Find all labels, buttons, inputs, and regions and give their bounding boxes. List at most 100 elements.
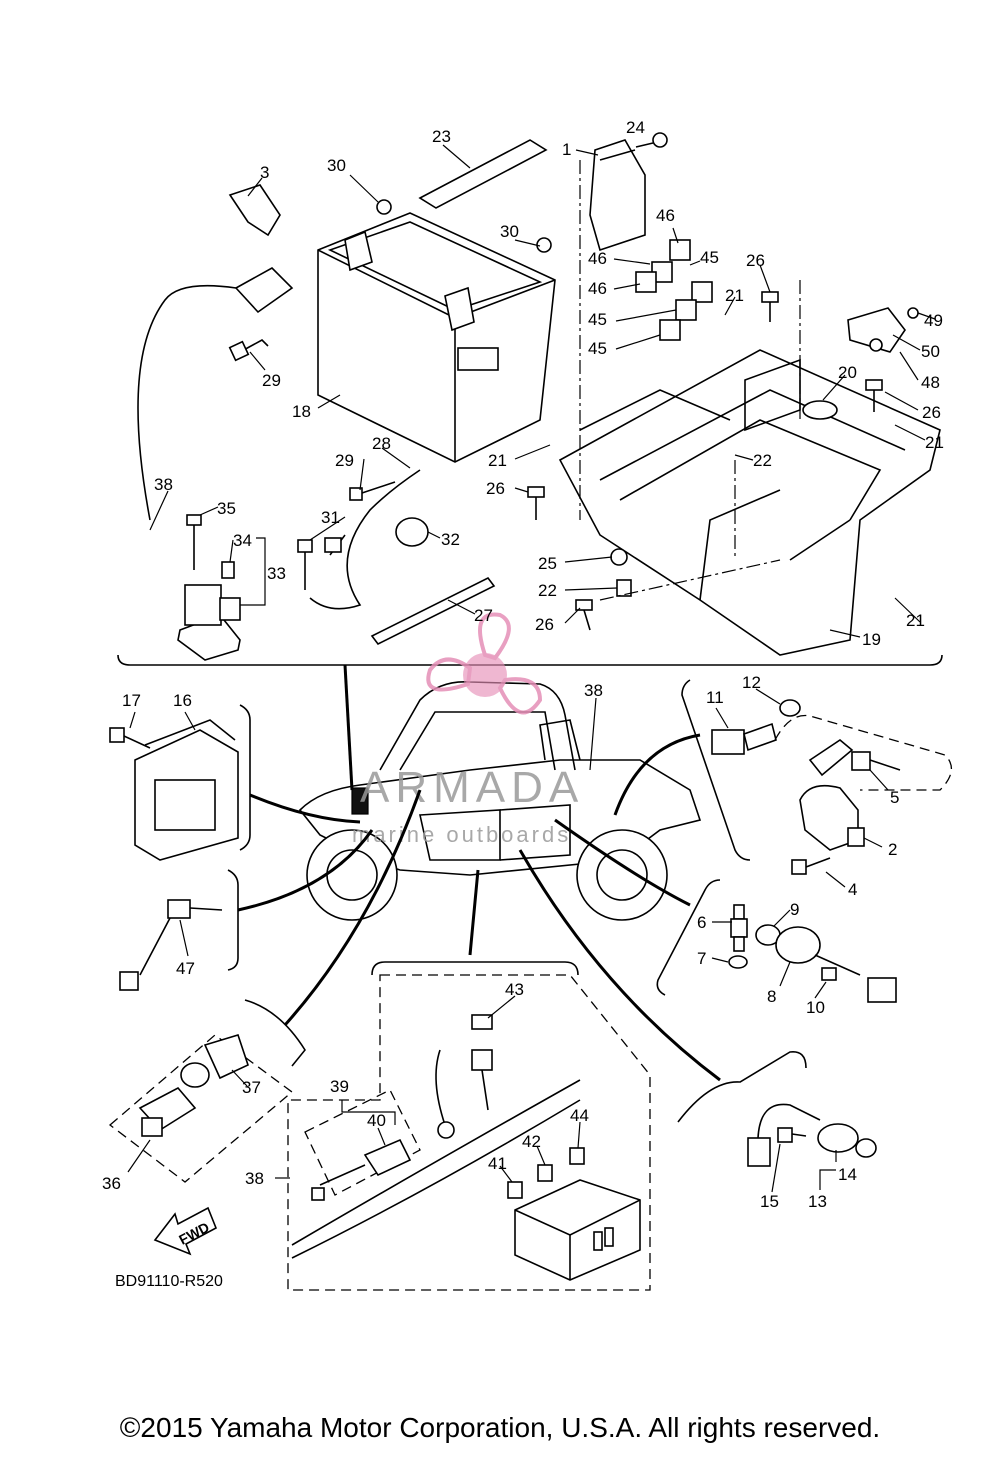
callout-48: 48: [921, 373, 940, 392]
watermark-tagline: marine outboards: [352, 822, 571, 847]
callout-21a: 21: [725, 286, 744, 305]
callout-27: 27: [474, 606, 493, 625]
callout-4: 4: [848, 880, 857, 899]
callout-6: 6: [697, 913, 706, 932]
harness-kit: [287, 961, 651, 1291]
bolt-26-c: [527, 486, 545, 520]
bolt-49: [907, 307, 919, 319]
callout-46c: 46: [588, 279, 607, 298]
starter-relay: [177, 584, 241, 661]
speed-sensor-13: [747, 1103, 859, 1167]
washer-12: [779, 699, 801, 717]
callout-2: 2: [888, 840, 897, 859]
bolt-15: [777, 1127, 807, 1143]
callout-33: 33: [267, 564, 286, 583]
callout-22a: 22: [753, 451, 772, 470]
callout-45a: 45: [700, 248, 719, 267]
callout-14: 14: [838, 1165, 857, 1184]
watermark-brand: ARMADA: [360, 763, 584, 812]
callout-30b: 30: [500, 222, 519, 241]
callout-29b: 29: [335, 451, 354, 470]
temperature-sensor: [711, 722, 777, 755]
callout-3: 3: [260, 163, 269, 182]
spark-plug: [730, 904, 748, 952]
oring-14: [855, 1138, 877, 1158]
battery-cable-cover: [137, 267, 294, 521]
battery-clamp: [228, 184, 281, 237]
sensor-8: [775, 926, 897, 1003]
callout-32: 32: [441, 530, 460, 549]
right-bracket-13: [677, 1051, 807, 1123]
callout-20: 20: [838, 363, 857, 382]
speed-sensor-kit: [108, 1034, 294, 1183]
bolt-35: [186, 514, 202, 570]
left-bracket-47: [227, 869, 239, 971]
callout-26c: 26: [486, 479, 505, 498]
bolt-26-d: [575, 599, 593, 631]
battery-band: [418, 139, 548, 209]
callout-9: 9: [790, 900, 799, 919]
callout-1: 1: [562, 140, 571, 159]
callout-17: 17: [122, 691, 141, 710]
plug-cap-5: [774, 714, 952, 791]
callout-34: 34: [233, 531, 252, 550]
callout-29a: 29: [262, 371, 281, 390]
callout-5: 5: [890, 788, 899, 807]
clamp-32: [395, 517, 429, 547]
callout-31: 31: [321, 508, 340, 527]
callout-42: 42: [522, 1132, 541, 1151]
callout-38a: 38: [154, 475, 173, 494]
callout-13: 13: [808, 1192, 827, 1211]
callout-25: 25: [538, 554, 557, 573]
callout-45b: 45: [588, 310, 607, 329]
callout-21b: 21: [925, 433, 944, 452]
battery-tray: [558, 349, 941, 656]
callout-30a: 30: [327, 156, 346, 175]
callout-37: 37: [242, 1078, 261, 1097]
callout-10: 10: [806, 998, 825, 1017]
callout-47: 47: [176, 959, 195, 978]
screw-24: [635, 132, 668, 148]
callout-41: 41: [488, 1154, 507, 1173]
bracket-48: [847, 307, 906, 353]
cable-tie-27: [370, 576, 496, 646]
bolt-10: [821, 967, 837, 981]
callout-36: 36: [102, 1174, 121, 1193]
callout-38c: 38: [245, 1169, 264, 1188]
ecu-unit: [589, 139, 646, 252]
callout-18: 18: [292, 402, 311, 421]
bolt-26-a: [761, 291, 779, 322]
grommet-20: [802, 400, 838, 420]
diagram-code: BD91110-R520: [115, 1273, 223, 1290]
callout-21d: 21: [906, 611, 925, 630]
copyright-footer: ©2015 Yamaha Motor Corporation, U.S.A. A…: [119, 1412, 881, 1443]
callout-40: 40: [367, 1111, 386, 1130]
right-bracket-6: [656, 879, 721, 996]
battery-nut-left: [376, 199, 392, 215]
callout-44: 44: [570, 1106, 589, 1125]
callout-26d: 26: [535, 615, 554, 634]
callout-43: 43: [505, 980, 524, 999]
callout-11: 11: [706, 688, 724, 707]
callout-28: 28: [372, 434, 391, 453]
callout-49: 49: [924, 311, 943, 330]
callouts: 1 2 3 4 5 6 7 8 9 10 11 12 13 14 15 16 1…: [102, 118, 944, 1211]
bolt-17: [109, 727, 151, 749]
rectifier-regulator: [134, 719, 239, 861]
callout-35: 35: [217, 499, 236, 518]
fwd-arrow-icon: FWD: [153, 1206, 218, 1256]
callout-46b: 46: [588, 249, 607, 268]
callout-22b: 22: [538, 581, 557, 600]
ignition-coil: [799, 784, 865, 851]
gasket-7: [728, 955, 748, 969]
relay-group: [635, 239, 713, 341]
watermark: ARMADA marine outboards: [352, 612, 584, 847]
callout-19: 19: [862, 630, 881, 649]
callout-8: 8: [767, 987, 776, 1006]
bolt-31: [297, 539, 313, 590]
callout-24: 24: [626, 118, 645, 137]
callout-26a: 26: [746, 251, 765, 270]
top-section-boundary: [117, 654, 943, 666]
callout-15: 15: [760, 1192, 779, 1211]
